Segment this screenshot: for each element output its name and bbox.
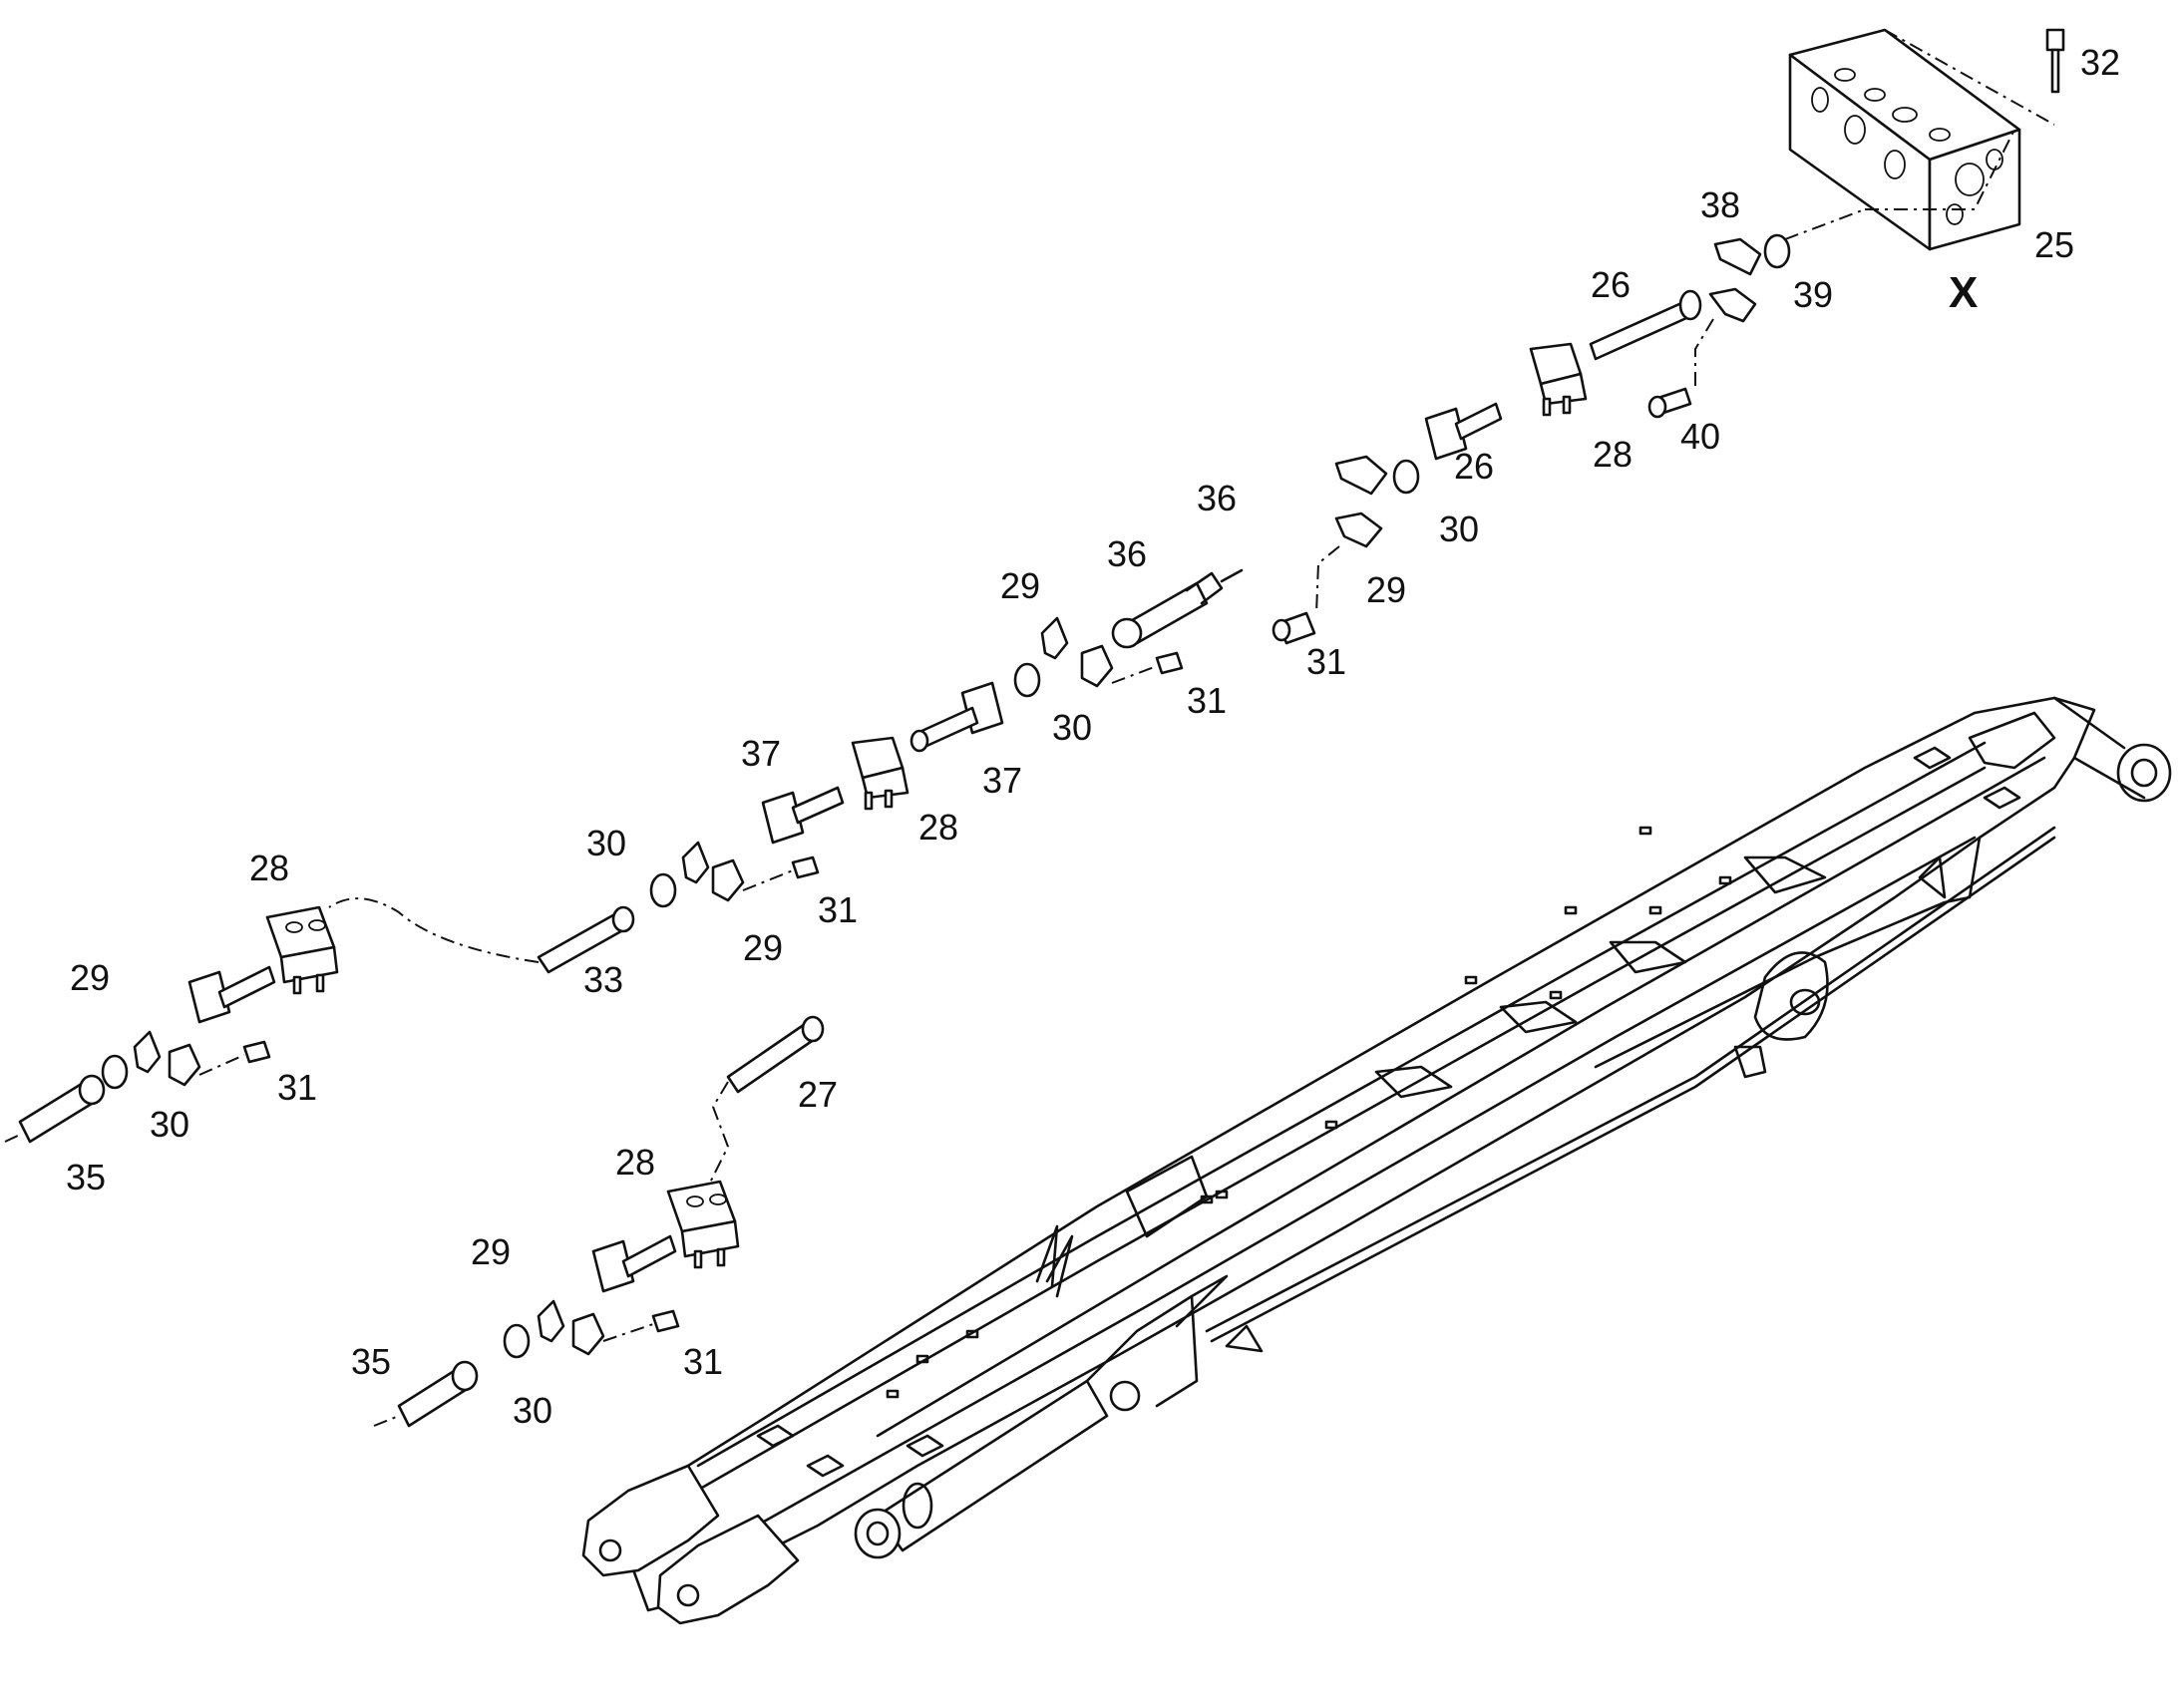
callout-32: 32 xyxy=(2080,42,2120,83)
boom-arm xyxy=(581,696,2172,1625)
callout-37: 37 xyxy=(741,733,781,774)
fitting-set-lower xyxy=(397,1180,740,1428)
view-label: X xyxy=(1949,268,1978,317)
fitting-set-top xyxy=(1424,233,1791,461)
callout-31: 31 xyxy=(818,889,858,930)
pipe-33 xyxy=(537,905,635,974)
callout-37: 37 xyxy=(982,760,1022,801)
callout-29: 29 xyxy=(1000,565,1040,606)
callout-26: 26 xyxy=(1454,446,1494,487)
callout-30: 30 xyxy=(1439,509,1479,549)
callout-29: 29 xyxy=(471,1231,511,1272)
callout-40: 40 xyxy=(1680,416,1720,457)
callout-30: 30 xyxy=(586,823,626,863)
callout-31: 31 xyxy=(1306,641,1346,682)
fitting-set-left xyxy=(18,905,339,1144)
callout-28: 28 xyxy=(918,807,958,848)
callout-38: 38 xyxy=(1700,184,1740,225)
callout-36: 36 xyxy=(1107,533,1147,574)
callout-31: 31 xyxy=(277,1067,317,1108)
callout-36: 36 xyxy=(1197,478,1237,518)
callout-30: 30 xyxy=(1052,707,1092,748)
callout-39: 39 xyxy=(1793,274,1833,315)
callout-26: 26 xyxy=(1591,264,1631,305)
callout-30: 30 xyxy=(150,1104,189,1145)
callout-33: 33 xyxy=(583,959,623,1000)
boom-tip-eye xyxy=(2116,743,2172,803)
bolt xyxy=(2045,28,2065,94)
callout-29: 29 xyxy=(70,957,110,998)
boom-root-forks xyxy=(581,1464,800,1625)
callout-25: 25 xyxy=(2034,224,2074,265)
pipe-27 xyxy=(726,1015,825,1094)
callout-28: 28 xyxy=(1593,434,1633,475)
fitting-set-36 xyxy=(1013,568,1244,698)
callout-31: 31 xyxy=(1187,680,1227,721)
valve-block xyxy=(1788,28,2021,251)
callout-35: 35 xyxy=(66,1157,106,1197)
callout-28: 28 xyxy=(249,848,289,888)
callout-27: 27 xyxy=(798,1074,838,1115)
fitting-set-37 xyxy=(649,681,1004,908)
callout-29: 29 xyxy=(1366,569,1406,610)
callout-35: 35 xyxy=(351,1341,391,1382)
fitting-set-mid-upper xyxy=(1272,455,1420,645)
callout-28: 28 xyxy=(615,1142,655,1183)
boom-hoses xyxy=(876,756,2056,1438)
callout-30: 30 xyxy=(513,1390,552,1431)
hydraulic-cylinder xyxy=(854,1274,1229,1559)
callout-29: 29 xyxy=(743,927,783,968)
callout-31: 31 xyxy=(683,1341,723,1382)
callout-labels: 32 25 38 39 26 40 28 26 30 29 31 36 36 2… xyxy=(66,42,2120,1431)
